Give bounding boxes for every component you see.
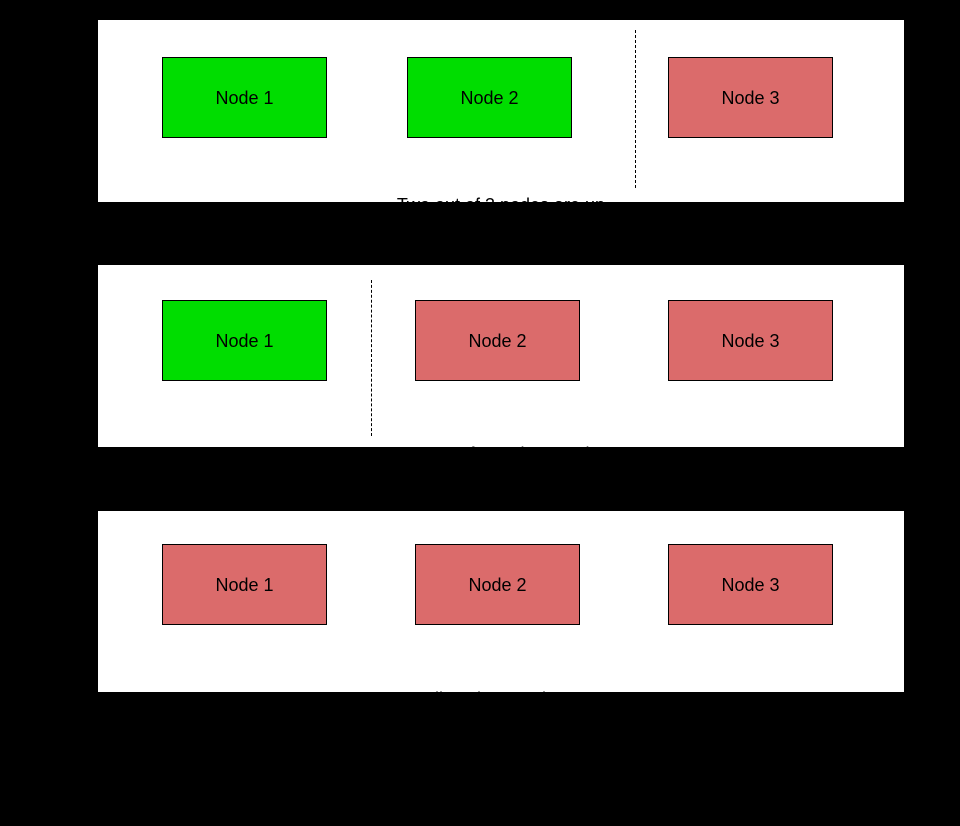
node-label: Node 1 [215,330,274,351]
node-box-2: Node 2 [415,544,580,625]
node-box-1: Node 1 [162,57,327,138]
node-label: Node 1 [215,574,274,595]
panel-caption: All Nodes are down Majority Fails & Clus… [98,642,904,826]
node-label: Node 3 [721,574,780,595]
node-box-2: Node 2 [407,57,572,138]
node-label: Node 2 [468,330,527,351]
node-box-3: Node 3 [668,57,833,138]
node-label: Node 2 [468,574,527,595]
node-label: Node 3 [721,330,780,351]
node-label: Node 2 [460,87,519,108]
cluster-quorum-diagram: Node 1 Node 2 Node 3 Two out of 3 nodes … [97,19,905,778]
caption-line-1: All Nodes are down [422,689,580,709]
node-label: Node 1 [215,87,274,108]
quorum-partition-line [371,280,372,436]
caption-line-2: Majority Fails & Cluster Stops [382,758,620,778]
quorum-partition-line [635,30,636,188]
panel-majority-up: Node 1 Node 2 Node 3 Two out of 3 nodes … [97,19,905,284]
node-box-1: Node 1 [162,300,327,381]
panel-all-down: Node 1 Node 2 Node 3 All Nodes are down … [97,510,905,778]
panel-majority-down: Node 1 Node 2 Node 3 Two out of 3 nodes … [97,264,905,533]
node-label: Node 3 [721,87,780,108]
caption-line-1: Two out of 3 nodes are down [391,444,623,464]
node-box-2: Node 2 [415,300,580,381]
node-box-1: Node 1 [162,544,327,625]
node-box-3: Node 3 [668,300,833,381]
node-box-3: Node 3 [668,544,833,625]
caption-line-1: Two out of 3 nodes are up [396,195,606,215]
